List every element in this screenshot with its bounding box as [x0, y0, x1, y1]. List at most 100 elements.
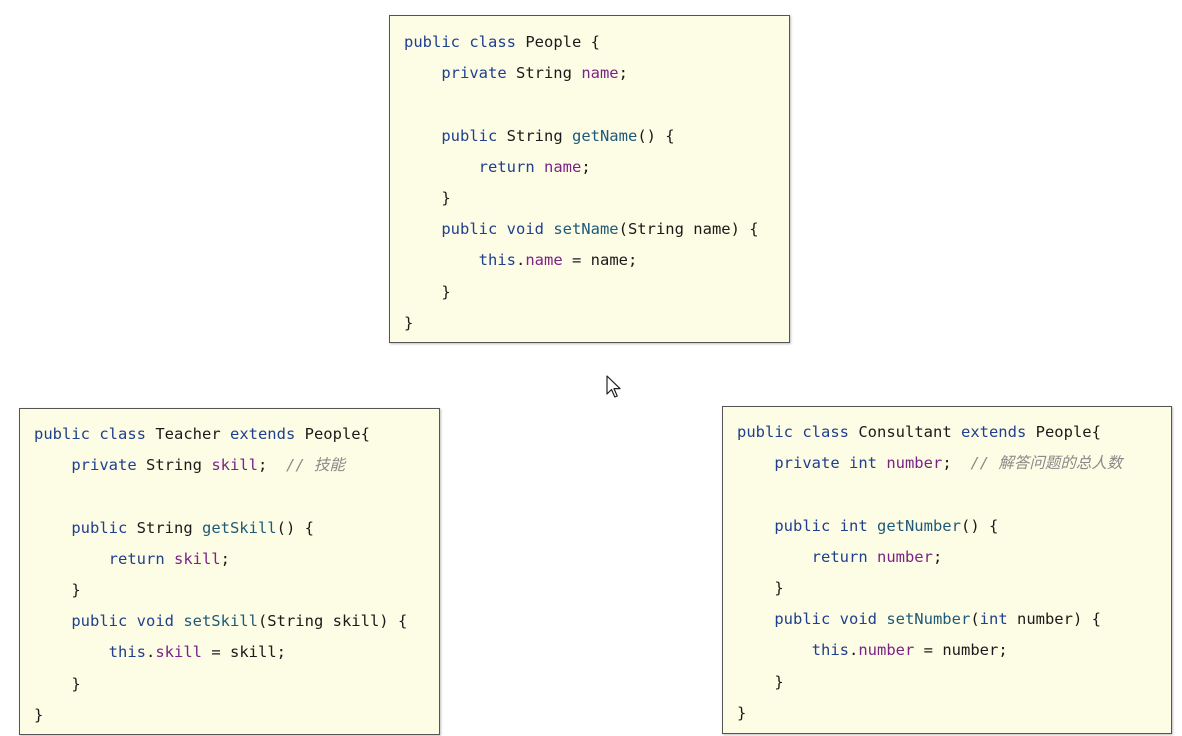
code-token: setSkill	[183, 612, 258, 631]
code-token: //	[970, 454, 999, 473]
code-token	[404, 220, 441, 238]
code-token: = number;	[914, 641, 1008, 660]
code-line: }	[723, 702, 1171, 733]
code-token: public void	[774, 610, 887, 629]
code-token: (String name) {	[618, 220, 759, 239]
code-token: setNumber	[886, 610, 971, 629]
code-line: }	[390, 312, 789, 343]
code-line: public class People {	[390, 31, 789, 62]
code-token: 技能	[313, 456, 345, 475]
code-token: () {	[960, 516, 999, 535]
code-token: name	[581, 64, 619, 83]
code-token: number	[876, 547, 933, 566]
code-token	[404, 251, 479, 269]
code-token: this	[478, 251, 516, 270]
code-token: String	[136, 518, 202, 537]
code-token: getSkill	[201, 518, 277, 537]
code-token	[34, 643, 109, 661]
code-token: return	[811, 547, 877, 566]
code-token: ;	[942, 454, 971, 473]
code-token: int	[979, 610, 1017, 629]
code-token: ;	[257, 456, 286, 475]
code-token: public void	[71, 612, 184, 631]
code-line: }	[390, 187, 789, 218]
code-token: number) {	[1016, 610, 1101, 629]
code-token: public	[71, 518, 137, 537]
code-token: String	[145, 456, 212, 475]
code-token: skill	[155, 643, 202, 662]
code-token: .	[145, 643, 156, 662]
code-token	[404, 158, 479, 176]
code-token: }	[737, 703, 747, 722]
code-line	[723, 483, 1171, 514]
code-line: }	[723, 671, 1171, 702]
code-token: .	[848, 641, 859, 660]
code-token: }	[404, 313, 414, 332]
code-token	[404, 127, 441, 145]
code-token: private	[441, 64, 516, 83]
code-token: }	[404, 282, 451, 301]
code-line: private String name;	[390, 62, 789, 93]
code-line: public int getNumber() {	[723, 515, 1171, 546]
code-token: 解答问题的总人数	[998, 454, 1123, 473]
code-token: () {	[276, 518, 314, 537]
code-token: getName	[571, 126, 638, 145]
code-token: getNumber	[876, 516, 961, 535]
code-token: public class	[737, 423, 859, 441]
code-token: Teacher	[155, 425, 230, 443]
code-line: }	[723, 577, 1171, 608]
code-token: }	[34, 674, 81, 693]
code-line: return number;	[723, 546, 1171, 577]
code-token: extends	[960, 423, 1036, 441]
code-line: public class Consultant extends People{	[723, 421, 1171, 452]
code-token: //	[285, 456, 314, 475]
code-line: private int number; // 解答问题的总人数	[723, 452, 1171, 483]
code-token: public class	[34, 425, 156, 443]
code-token: private	[71, 456, 146, 475]
code-token: People {	[525, 33, 600, 51]
consultant-class-code-box: public class Consultant extends People{ …	[722, 406, 1172, 734]
code-token: (	[970, 610, 980, 629]
code-token	[34, 612, 71, 630]
code-token: (String skill) {	[257, 612, 408, 631]
code-line: }	[20, 704, 439, 735]
code-token	[34, 519, 71, 537]
code-token	[404, 64, 441, 82]
code-line: public class Teacher extends People{	[20, 423, 439, 454]
code-token: String	[506, 126, 572, 145]
code-token: ;	[932, 547, 943, 566]
code-token: }	[737, 672, 784, 691]
code-token: this	[811, 641, 849, 660]
code-token: skill	[211, 456, 258, 475]
code-line	[20, 485, 439, 516]
code-token: ;	[581, 157, 591, 176]
code-token: .	[515, 251, 526, 270]
code-line: }	[390, 281, 789, 312]
code-token	[737, 641, 812, 659]
code-token: String	[515, 64, 582, 83]
code-token: ;	[618, 64, 628, 83]
code-token: this	[108, 643, 146, 662]
code-token	[737, 454, 774, 472]
code-token	[34, 456, 71, 474]
code-token	[737, 548, 812, 566]
code-line: this.number = number;	[723, 639, 1171, 670]
code-token: public int	[774, 516, 877, 535]
code-line: }	[20, 579, 439, 610]
code-token: ;	[220, 549, 230, 568]
code-token: extends	[229, 425, 305, 443]
code-line: public void setNumber(int number) {	[723, 608, 1171, 639]
code-token: return	[108, 549, 174, 568]
code-line: this.name = name;	[390, 249, 789, 280]
code-token: public void	[441, 220, 554, 239]
code-token: = name;	[562, 251, 638, 270]
code-token: private int	[774, 454, 887, 473]
code-token: () {	[637, 126, 675, 145]
code-token	[34, 550, 109, 568]
code-line: public void setSkill(String skill) {	[20, 610, 439, 641]
code-token: skill	[173, 549, 221, 568]
people-class-code-box: public class People { private String nam…	[389, 15, 790, 343]
code-token: Consultant	[858, 423, 961, 441]
code-line	[390, 93, 789, 124]
code-line: this.skill = skill;	[20, 641, 439, 672]
